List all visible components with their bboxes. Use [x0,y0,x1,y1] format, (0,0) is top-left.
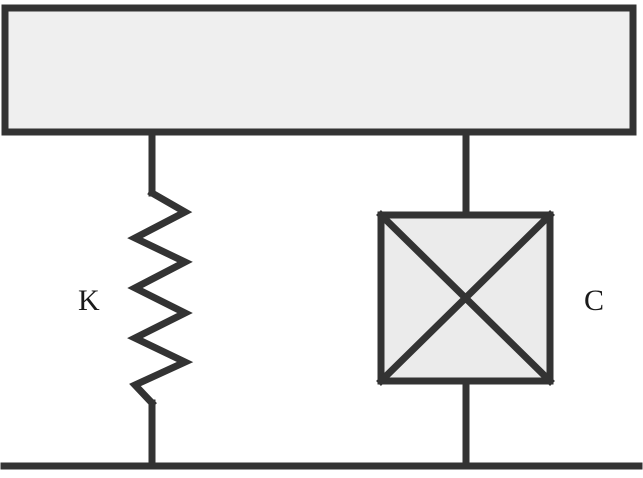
spring-label: K [78,284,100,317]
mass-block [5,8,633,132]
spring-zigzag [135,193,185,403]
damper-label: C [584,284,604,317]
spring-element [135,132,185,466]
damper-element [381,132,550,466]
